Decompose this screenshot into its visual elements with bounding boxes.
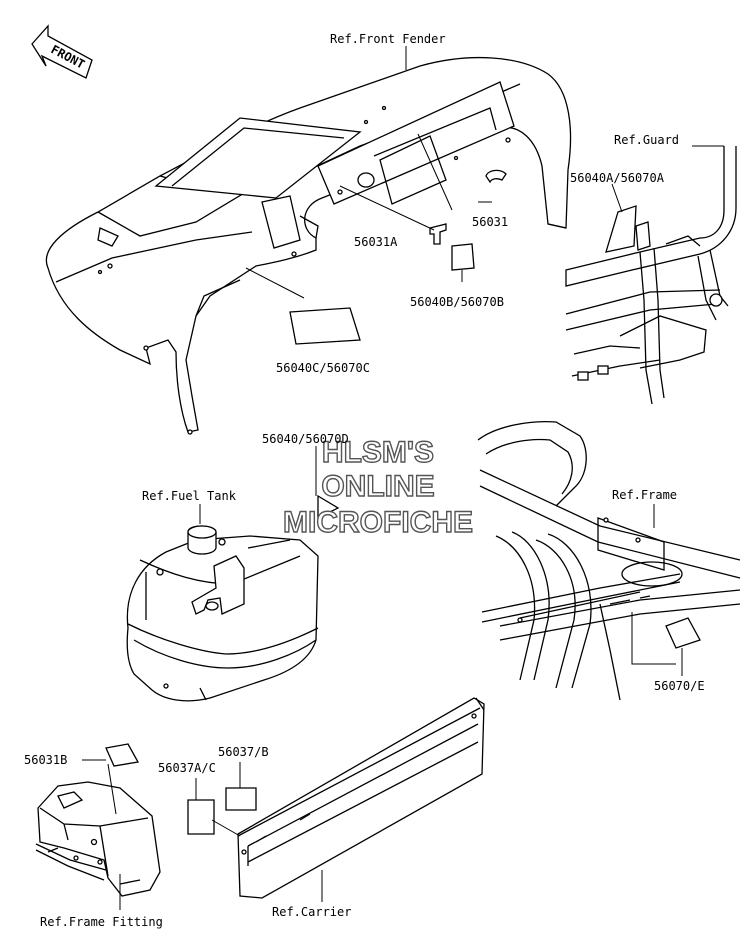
frame-fitting-drawing <box>35 781 161 897</box>
decal-56040d <box>317 494 340 520</box>
carrier-drawing <box>237 697 485 899</box>
label-ref-front-fender: Ref.Front Fender <box>330 32 446 46</box>
guard-drawing <box>565 146 737 405</box>
label-56040b-56070b: 56040B/56070B <box>410 295 504 309</box>
decal-56040b <box>451 243 475 271</box>
label-ref-guard: Ref.Guard <box>614 133 679 147</box>
label-56040c-56070c: 56040C/56070C <box>276 361 370 375</box>
label-56031: 56031 <box>472 215 508 229</box>
watermark-line-2: ONLINE <box>321 470 434 503</box>
label-56037ac: 56037A/C <box>158 761 216 775</box>
watermark: HLSM'S ONLINE MICROFICHE <box>282 435 473 539</box>
decal-56040a <box>605 205 637 253</box>
decal-56040c <box>289 307 361 345</box>
decal-56031b <box>105 743 140 767</box>
watermark-line-3: MICROFICHE <box>283 506 473 539</box>
label-ref-frame: Ref.Frame <box>612 488 677 502</box>
fuel-tank-drawing <box>126 525 319 702</box>
frame-drawing <box>477 420 741 701</box>
decal-56037b <box>225 787 257 811</box>
watermark-line-1: HLSM'S <box>322 436 434 469</box>
decal-56031a <box>429 223 447 245</box>
label-56070e: 56070/E <box>654 679 705 693</box>
label-ref-fuel-tank: Ref.Fuel Tank <box>142 489 237 503</box>
label-ref-carrier: Ref.Carrier <box>272 905 351 919</box>
label-56040-56070d: 56040/56070D <box>262 432 349 446</box>
label-56031b: 56031B <box>24 753 67 767</box>
label-56040a-56070a: 56040A/56070A <box>570 171 665 185</box>
decal-56031 <box>485 169 507 184</box>
decal-56070e <box>665 617 701 649</box>
label-56037b: 56037/B <box>218 745 269 759</box>
label-56031a: 56031A <box>354 235 398 249</box>
front-arrow-icon: FRONT <box>31 24 93 79</box>
decal-56037a <box>187 799 215 835</box>
front-fender-drawing <box>45 56 572 435</box>
label-ref-frame-fitting: Ref.Frame Fitting <box>40 915 163 929</box>
